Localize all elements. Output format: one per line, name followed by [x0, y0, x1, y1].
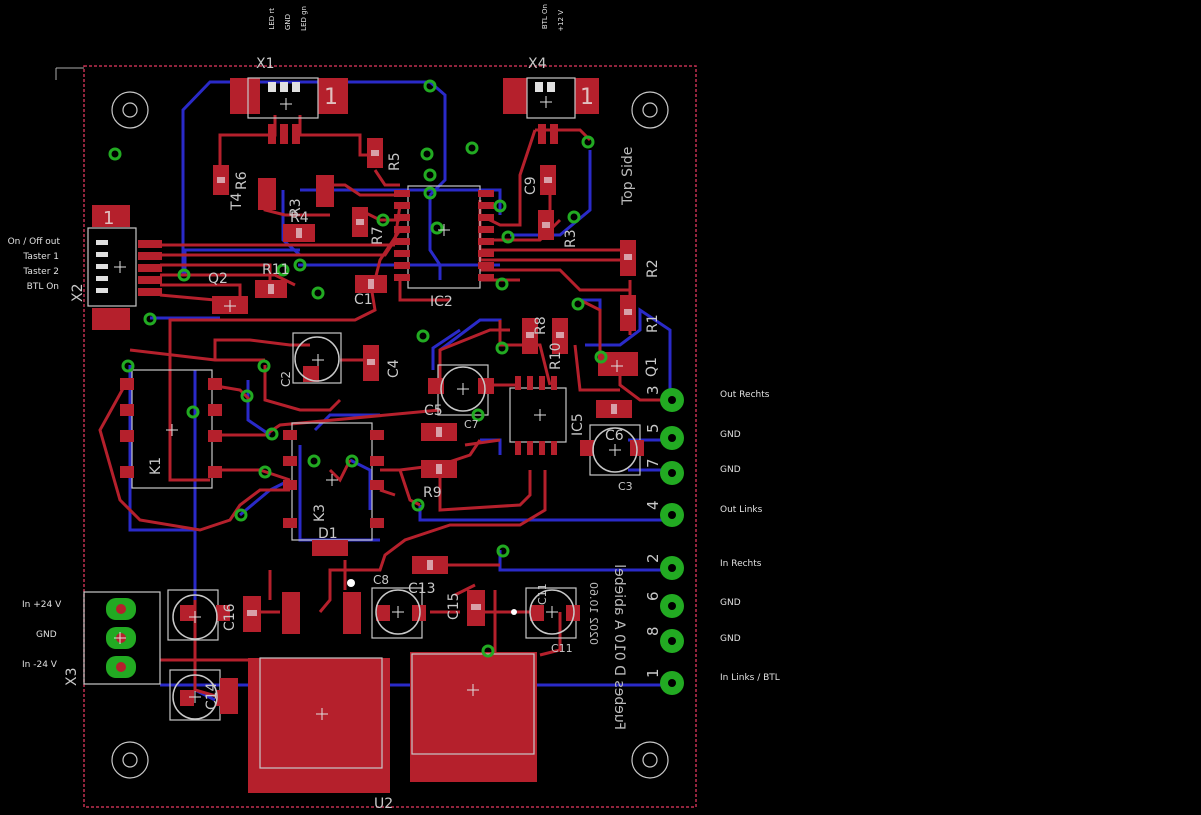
label-r3: R3: [288, 198, 304, 217]
pad-highlight: [217, 150, 632, 616]
label-gnd-3: GND: [720, 598, 741, 608]
bottom-mirror-date: 0202 10.60: [587, 582, 600, 645]
label-taster1: Taster 1: [23, 252, 59, 262]
label-in-minus-24v: In -24 V: [22, 660, 57, 670]
label-gnd-4: GND: [720, 634, 741, 644]
label-in-rechts: In Rechts: [720, 559, 762, 569]
label-c8: C8: [373, 573, 389, 587]
label-c2: C2: [279, 371, 293, 387]
label-d1: D1: [318, 526, 338, 542]
label-r10: R10: [548, 342, 564, 370]
label-c4: C4: [386, 359, 402, 378]
large-pad: [92, 78, 599, 793]
svg-text:0202 10.60: 0202 10.60: [587, 582, 600, 645]
smd-component: [180, 138, 644, 714]
label-ic5: IC5: [570, 413, 586, 436]
smd-pad: [138, 124, 558, 296]
bottom-mirror-text: Fuebes D 010 A abiebel: [611, 564, 627, 730]
svg-text:6: 6: [644, 591, 662, 601]
label-r1: R1: [645, 314, 661, 333]
label-out-links: Out Links: [720, 505, 763, 515]
label-r9: R9: [423, 485, 442, 501]
label-led-rt: LED rt: [268, 8, 276, 30]
top-side-label: Top Side: [620, 147, 636, 206]
svg-text:1: 1: [644, 668, 662, 678]
svg-text:4: 4: [644, 500, 662, 510]
pin-numbers: 3 5 7 4 2 6 8 1: [644, 385, 662, 678]
svg-text:3: 3: [644, 385, 662, 395]
capacitor-outline: [172, 336, 638, 720]
label-r8: R8: [533, 316, 549, 335]
label-onoff-out: On / Off out: [7, 237, 60, 247]
label-btl-on: BTL On: [26, 282, 59, 292]
svg-text:1: 1: [103, 208, 114, 229]
label-x4: X4: [528, 56, 547, 72]
svg-text:5: 5: [644, 423, 662, 433]
label-c11: C11: [536, 583, 549, 605]
label-c15: C15: [446, 592, 462, 620]
label-r13: R3: [563, 229, 579, 248]
board-outline: [83, 65, 697, 808]
label-c1: C1: [354, 292, 373, 308]
component-origin: [114, 96, 623, 720]
label-in-plus-24v: In +24 V: [22, 600, 62, 610]
label-led-gn: LED gn: [300, 6, 308, 31]
label-x1: X1: [256, 56, 275, 72]
label-k3: K3: [312, 504, 328, 522]
label-r6: R6: [234, 171, 250, 190]
label-in-links-btl: In Links / BTL: [720, 673, 780, 683]
label-r7: R7: [370, 226, 386, 245]
label-u2: U2: [374, 796, 393, 812]
connector-pin: [96, 82, 555, 293]
label-k1: K1: [148, 457, 164, 475]
edge-connector-pad[interactable]: [660, 388, 684, 695]
label-c13: C13: [408, 581, 436, 597]
label-c11-b: C11: [551, 642, 573, 655]
label-c16: C16: [222, 603, 238, 631]
label-ic2: IC2: [430, 294, 453, 310]
label-c9: C9: [523, 176, 539, 195]
label-c6: C6: [605, 428, 624, 444]
svg-text:8: 8: [644, 626, 662, 636]
mounting-hole: [111, 91, 669, 779]
label-out-rechts: Out Rechts: [720, 390, 770, 400]
label-taster2: Taster 2: [23, 267, 59, 277]
svg-text:1: 1: [580, 85, 594, 110]
label-c3: C3: [618, 480, 633, 493]
label-q2: Q2: [208, 271, 228, 287]
label-x1-gnd: GND: [284, 14, 292, 31]
label-c5: C5: [424, 403, 443, 419]
label-r4: R4: [290, 210, 309, 226]
label-c14: C14: [204, 682, 220, 710]
label-plus12v: +12 V: [557, 10, 565, 32]
part-labels: X1 X4 X2 X3 Q2 R11 C1 IC2 R5 T4 R6 R3 R4…: [64, 56, 661, 812]
label-btl-on-top: BTL On: [541, 4, 549, 30]
label-c7: C7: [464, 418, 479, 431]
label-r5: R5: [387, 152, 403, 171]
label-q1: Q1: [644, 357, 660, 377]
polarity-dot: [347, 579, 355, 587]
label-t4: T4: [229, 192, 245, 211]
label-gnd-x3: GND: [36, 630, 57, 640]
svg-text:1: 1: [324, 85, 338, 110]
ic-pad: [120, 190, 557, 528]
svg-text:Fuebes D 010 A abiebel: Fuebes D 010 A abiebel: [611, 564, 627, 730]
svg-text:2: 2: [644, 553, 662, 563]
label-x2: X2: [70, 284, 86, 303]
via: [108, 79, 608, 658]
label-gnd-1: GND: [720, 430, 741, 440]
label-r11: R11: [262, 262, 290, 278]
polarity-dot: [511, 609, 517, 615]
label-x3: X3: [64, 668, 80, 687]
svg-text:7: 7: [644, 458, 662, 468]
pin1-marker: 1 1 1: [103, 85, 594, 229]
label-gnd-2: GND: [720, 465, 741, 475]
label-r2: R2: [645, 259, 661, 278]
